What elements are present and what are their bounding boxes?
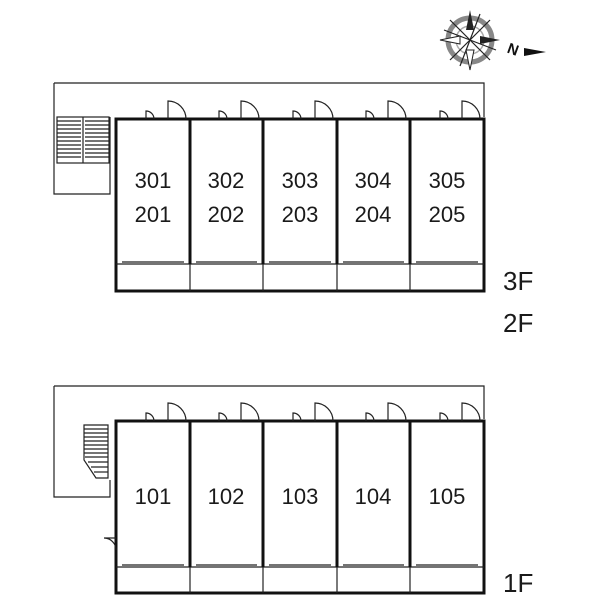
room-102-label: 102 [208,484,245,509]
room-201-label: 201 [135,202,172,227]
doors-upper [145,100,481,120]
room-104-label: 104 [355,484,392,509]
compass-icon [439,10,500,71]
lower-block: 101 102 103 104 105 1F [53,385,533,598]
staircase-lower [83,424,109,479]
room-304-label: 304 [355,168,392,193]
room-101-label: 101 [135,484,172,509]
room-103-label: 103 [282,484,319,509]
side-door [103,537,117,551]
upper-block: 301 201 302 202 303 203 304 204 305 205 … [53,82,533,338]
room-203-label: 203 [282,202,319,227]
room-302-label: 302 [208,168,245,193]
doors-lower [145,402,481,422]
room-205-label: 205 [429,202,466,227]
room-305-label: 305 [429,168,466,193]
staircase-upper [56,116,110,164]
room-303-label: 303 [282,168,319,193]
room-301-label: 301 [135,168,172,193]
compass-north-label: N [505,40,521,60]
room-105-label: 105 [429,484,466,509]
room-202-label: 202 [208,202,245,227]
floor-label-1f: 1F [503,568,533,598]
floor-label-2f: 2F [503,308,533,338]
room-204-label: 204 [355,202,392,227]
floor-label-3f: 3F [503,266,533,296]
compass-arrow-icon [524,48,546,56]
